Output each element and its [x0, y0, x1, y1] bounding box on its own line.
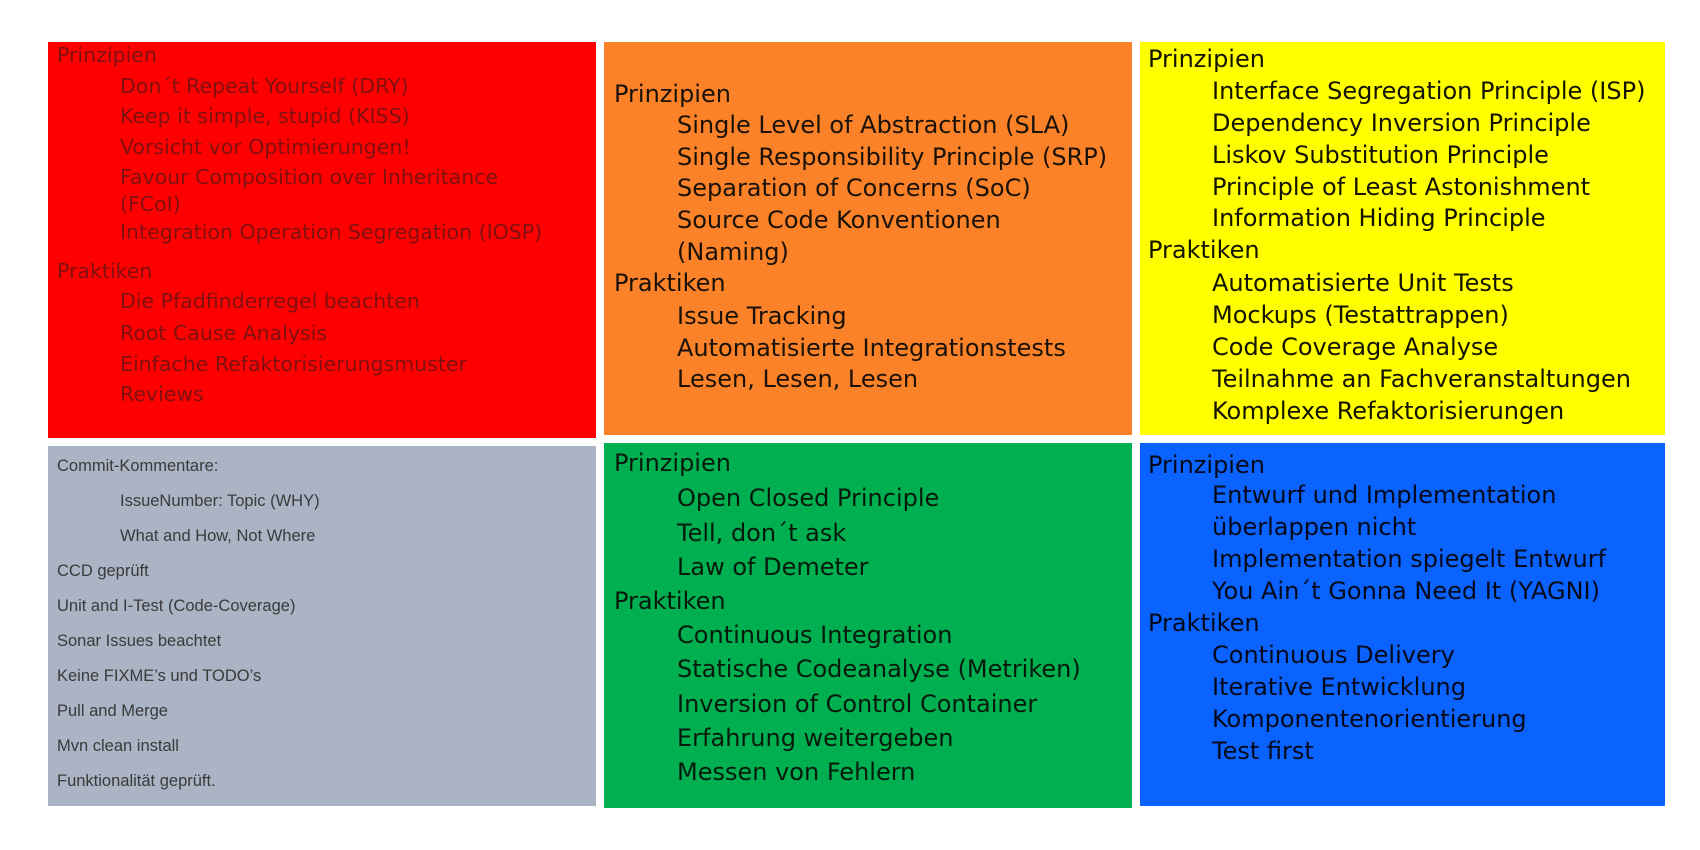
list-item: Messen von Fehlern: [677, 758, 916, 786]
list-item-continuation: überlappen nicht: [1212, 513, 1417, 541]
heading-praktiken: Praktiken: [614, 269, 726, 297]
list-item: Dependency Inversion Principle: [1212, 109, 1591, 137]
checklist-item: Commit-Kommentare:: [57, 457, 219, 475]
yellow-panel: Prinzipien Interface Segregation Princip…: [1140, 42, 1665, 435]
checklist-item: Sonar Issues beachtet: [57, 632, 222, 650]
checklist-subitem: IssueNumber: Topic (WHY): [120, 492, 320, 510]
list-item: Tell, don´t ask: [677, 519, 847, 547]
list-item: Single Level of Abstraction (SLA): [677, 111, 1070, 139]
checklist-item: CCD geprüft: [57, 562, 149, 580]
list-item: Continuous Delivery: [1212, 641, 1455, 669]
list-item: Source Code Konventionen: [677, 206, 1001, 234]
grey-panel: Commit-Kommentare: IssueNumber: Topic (W…: [48, 446, 596, 806]
heading-praktiken: Praktiken: [1148, 609, 1260, 637]
list-item: Integration Operation Segregation (IOSP): [120, 220, 543, 244]
list-item: Automatisierte Unit Tests: [1212, 269, 1514, 297]
list-item: Mockups (Testattrappen): [1212, 301, 1509, 329]
red-panel: Prinzipien Don´t Repeat Yourself (DRY) K…: [48, 42, 596, 438]
list-item: Erfahrung weitergeben: [677, 724, 954, 752]
list-item: Teilnahme an Fachveranstaltungen: [1212, 365, 1631, 393]
checklist-item: Keine FIXME’s und TODO’s: [57, 667, 262, 685]
list-item: Statische Codeanalyse (Metriken): [677, 655, 1081, 683]
orange-panel: Prinzipien Single Level of Abstraction (…: [604, 42, 1132, 435]
list-item: Automatisierte Integrationstests: [677, 334, 1066, 362]
list-item: Inversion of Control Container: [677, 690, 1038, 718]
list-item: Liskov Substitution Principle: [1212, 141, 1549, 169]
list-item: Keep it simple, stupid (KISS): [120, 104, 410, 128]
list-item: Komplexe Refaktorisierungen: [1212, 397, 1565, 425]
list-item: Continuous Integration: [677, 621, 953, 649]
list-item: Code Coverage Analyse: [1212, 333, 1499, 361]
heading-prinzipien: Prinzipien: [1148, 45, 1265, 73]
list-item: Issue Tracking: [677, 302, 847, 330]
list-item: Entwurf und Implementation: [1212, 481, 1557, 509]
list-item: Interface Segregation Principle (ISP): [1212, 77, 1646, 105]
checklist-item: Mvn clean install: [57, 737, 179, 755]
list-item: Vorsicht vor Optimierungen!: [120, 135, 411, 159]
heading-praktiken: Praktiken: [614, 587, 726, 615]
heading-prinzipien: Prinzipien: [57, 43, 157, 67]
list-item: Implementation spiegelt Entwurf: [1212, 545, 1607, 573]
list-item: Open Closed Principle: [677, 484, 940, 512]
heading-prinzipien: Prinzipien: [1148, 451, 1265, 479]
heading-prinzipien: Prinzipien: [614, 449, 731, 477]
list-item: Single Responsibility Principle (SRP): [677, 143, 1108, 171]
checklist-item: Unit and I-Test (Code-Coverage): [57, 597, 296, 615]
list-item: Favour Composition over Inheritance (FCo…: [120, 165, 499, 216]
list-item: Information Hiding Principle: [1212, 204, 1546, 232]
list-item: Die Pfadfinderregel beachten: [120, 289, 420, 313]
heading-prinzipien: Prinzipien: [614, 80, 731, 108]
checklist-item: Funktionalität geprüft.: [57, 772, 216, 790]
blue-panel: Prinzipien Entwurf und Implementation üb…: [1140, 443, 1665, 806]
green-panel: Prinzipien Open Closed Principle Tell, d…: [604, 443, 1132, 808]
checklist-subitem: What and How, Not Where: [120, 527, 316, 545]
list-item: Root Cause Analysis: [120, 321, 328, 345]
list-item: Einfache Refaktorisierungsmuster: [120, 352, 467, 376]
list-item: Principle of Least Astonishment: [1212, 173, 1591, 201]
list-item: Test first: [1212, 737, 1314, 765]
list-item: Reviews: [120, 382, 204, 406]
list-item: Iterative Entwicklung: [1212, 673, 1467, 701]
list-item: Separation of Concerns (SoC): [677, 174, 1031, 202]
checklist-item: Pull and Merge: [57, 702, 168, 720]
list-item: Don´t Repeat Yourself (DRY): [120, 74, 409, 98]
list-item: You Ain´t Gonna Need It (YAGNI): [1212, 577, 1600, 605]
list-item: Law of Demeter: [677, 553, 869, 581]
list-item: Lesen, Lesen, Lesen: [677, 365, 919, 393]
heading-praktiken: Praktiken: [57, 259, 153, 283]
list-item-continuation: (Naming): [677, 238, 789, 266]
list-item: Komponentenorientierung: [1212, 705, 1527, 733]
heading-praktiken: Praktiken: [1148, 236, 1260, 264]
